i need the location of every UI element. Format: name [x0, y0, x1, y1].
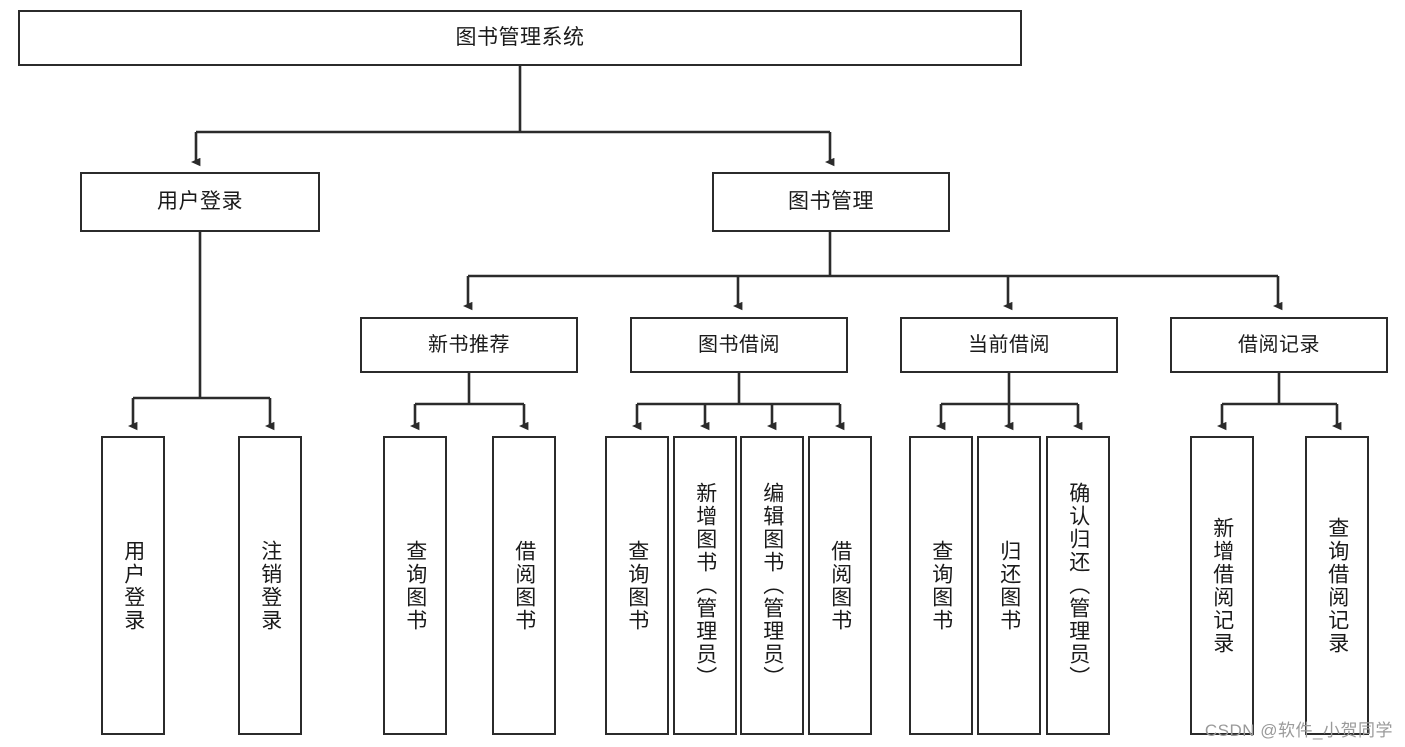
node-label: 借阅图书 [512, 539, 536, 632]
node-label: 新增图书（管理员） [693, 482, 717, 689]
leaf-borrow-borrow-book[interactable]: 借阅图书 [808, 436, 872, 735]
leaf-user-login-logout[interactable]: 注销登录 [238, 436, 302, 735]
node-label: 确认归还（管理员） [1066, 482, 1090, 689]
leaf-current-confirm-return-admin[interactable]: 确认归还（管理员） [1046, 436, 1110, 735]
leaf-record-add-record[interactable]: 新增借阅记录 [1190, 436, 1254, 735]
node-label: 用户登录 [157, 190, 243, 214]
node-borrow-record[interactable]: 借阅记录 [1170, 317, 1388, 373]
node-label: 查询图书 [403, 539, 427, 632]
leaf-user-login-login[interactable]: 用户登录 [101, 436, 165, 735]
leaf-recommend-query-book[interactable]: 查询图书 [383, 436, 447, 735]
node-label: 查询图书 [929, 539, 953, 632]
leaf-borrow-add-book-admin[interactable]: 新增图书（管理员） [673, 436, 737, 735]
leaf-current-query-book[interactable]: 查询图书 [909, 436, 973, 735]
node-label: 归还图书 [997, 539, 1021, 632]
node-label: 借阅图书 [828, 539, 852, 632]
node-user-login[interactable]: 用户登录 [80, 172, 320, 232]
node-new-book-recommend[interactable]: 新书推荐 [360, 317, 578, 373]
node-label: 注销登录 [258, 539, 282, 632]
node-label: 编辑图书（管理员） [760, 482, 784, 689]
node-label: 图书借阅 [698, 334, 780, 356]
node-label: 当前借阅 [968, 334, 1050, 356]
node-label: 查询图书 [625, 539, 649, 632]
node-book-management[interactable]: 图书管理 [712, 172, 950, 232]
node-label: 借阅记录 [1238, 334, 1320, 356]
leaf-record-query-record[interactable]: 查询借阅记录 [1305, 436, 1369, 735]
node-current-borrow[interactable]: 当前借阅 [900, 317, 1118, 373]
node-label: 图书管理 [788, 190, 874, 214]
node-label: 新增借阅记录 [1210, 516, 1234, 655]
node-label: 图书管理系统 [455, 26, 585, 50]
leaf-recommend-borrow-book[interactable]: 借阅图书 [492, 436, 556, 735]
node-label: 新书推荐 [428, 334, 510, 356]
leaf-current-return-book[interactable]: 归还图书 [977, 436, 1041, 735]
node-root-system[interactable]: 图书管理系统 [18, 10, 1022, 66]
node-label: 查询借阅记录 [1325, 516, 1349, 655]
leaf-borrow-query-book[interactable]: 查询图书 [605, 436, 669, 735]
leaf-borrow-edit-book-admin[interactable]: 编辑图书（管理员） [740, 436, 804, 735]
node-book-borrow[interactable]: 图书借阅 [630, 317, 848, 373]
node-label: 用户登录 [121, 539, 145, 632]
